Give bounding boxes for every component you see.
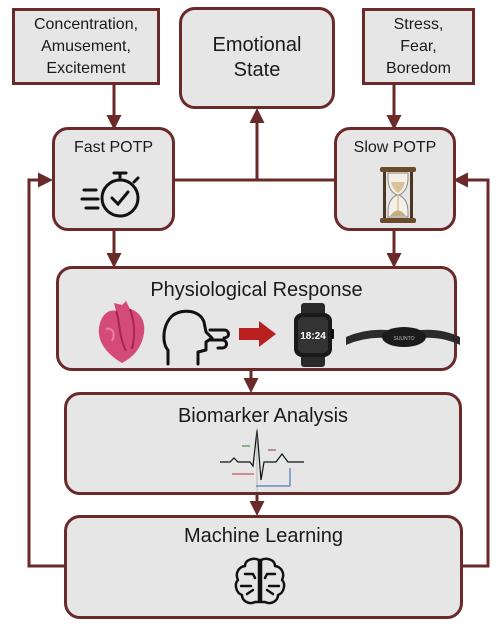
ecg-waveform-icon [220, 428, 304, 492]
fast-potp-box: Fast POTP [52, 127, 175, 231]
trigger-excitement: Excitement [46, 59, 126, 77]
smartwatch-icon: 18:24 [294, 303, 334, 367]
emotional-state-line1: Emotional [212, 34, 302, 56]
stopwatch-icon [80, 171, 140, 218]
breathing-icon [162, 309, 230, 366]
trigger-fear: Fear, [400, 37, 437, 55]
brain-circuit-icon [234, 557, 286, 605]
biomarker-analysis-box: Biomarker Analysis [64, 392, 462, 495]
negative-triggers-box: Stress, Fear, Boredom [362, 8, 475, 85]
slow-potp-label: Slow POTP [353, 139, 437, 156]
watch-time-text: 18:24 [300, 331, 326, 342]
physiological-response-title: Physiological Response [150, 279, 363, 301]
heart-icon [98, 301, 145, 363]
arrow-right-icon [239, 321, 276, 347]
slow-potp-box: Slow POTP [334, 127, 456, 231]
biomarker-analysis-title: Biomarker Analysis [177, 405, 349, 427]
physiological-response-box: Physiological Response 18:24 SUUNTO [56, 266, 460, 371]
fast-potp-label: Fast POTP [73, 139, 154, 156]
machine-learning-box: Machine Learning [64, 515, 463, 619]
machine-learning-title: Machine Learning [184, 525, 343, 547]
positive-triggers-box: Concentration, Amusement, Excitement [12, 8, 160, 85]
emotional-state-line2: State [233, 59, 281, 81]
chest-strap-icon: SUUNTO [346, 327, 460, 347]
trigger-concentration: Concentration, [33, 15, 139, 33]
trigger-boredom: Boredom [386, 59, 451, 77]
hourglass-icon [380, 167, 416, 223]
trigger-stress: Stress, [393, 15, 444, 33]
strap-brand-text: SUUNTO [393, 336, 414, 342]
emotional-state-box: Emotional State [179, 7, 335, 109]
trigger-amusement: Amusement, [41, 37, 131, 55]
